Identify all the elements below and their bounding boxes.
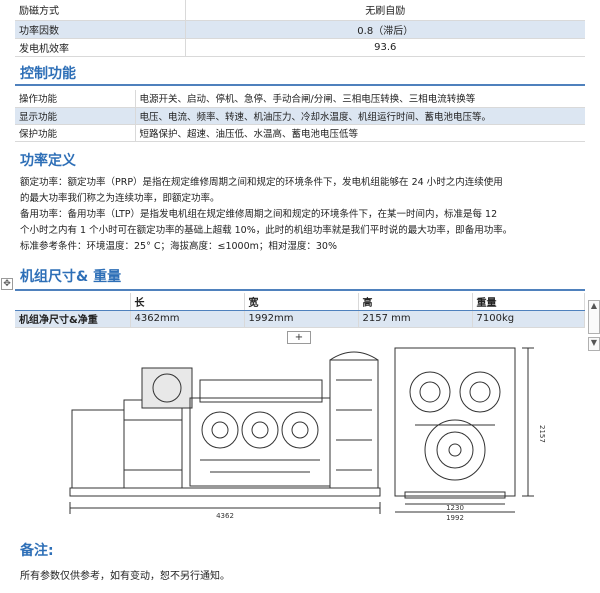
dim-length-label: 4362 [216, 512, 234, 520]
size-length-value: 4362mm [130, 310, 245, 328]
table-header-row: 长 宽 高 重量 [15, 293, 585, 311]
table-row: 操作功能 电源开关、启动、停机、急停、手动合闸/分闸、三相电压转换、三相电流转换… [15, 90, 585, 108]
power-line: 额定功率：额定功率（PRP）是指在规定维修周期之间和规定的环境条件下，发电机组能… [20, 177, 503, 188]
power-line: 备用功率：备用功率（LTP）是指发电机组在规定维修周期之间和规定的环境条件下，在… [20, 209, 498, 220]
spec-label: 功率因数 [15, 20, 186, 39]
notes-section-title: 备注: [20, 543, 54, 559]
scroll-down-button[interactable]: ▼ [588, 337, 600, 351]
size-weight-value: 7100kg [472, 310, 585, 328]
control-value: 电压、电流、频率、转速、机油压力、冷却水温度、机组运行时间、蓄电池电压等。 [135, 107, 585, 125]
add-row-button[interactable]: + [287, 331, 311, 344]
table-row: 功率因数 0.8（滞后） [15, 20, 585, 39]
spec-value: 0.8（滞后） [185, 20, 585, 39]
power-line: 标准参考条件：环境温度：25° C；海拔高度：≤1000m；相对湿度：30% [20, 241, 337, 252]
scroll-up-button[interactable]: ▲ [588, 300, 600, 334]
size-header-length: 长 [130, 293, 245, 311]
table-row: 励磁方式 无刷自励 [15, 0, 585, 21]
section-divider [15, 84, 585, 86]
size-height-value: 2157 mm [358, 310, 473, 328]
table-row: 保护功能 短路保护、超速、油压低、水温高、蓄电池电压低等 [15, 124, 585, 142]
notes-text: 所有参数仅供参考，如有变动，恕不另行通知。 [20, 571, 230, 582]
table-row: 显示功能 电压、电流、频率、转速、机油压力、冷却水温度、机组运行时间、蓄电池电压… [15, 107, 585, 125]
control-section-title: 控制功能 [20, 66, 76, 82]
section-divider [15, 289, 585, 291]
size-weight-table: 长 宽 高 重量 机组净尺寸&净重 4362mm 1992mm 2157 mm … [15, 293, 585, 328]
size-width-value: 1992mm [244, 310, 359, 328]
size-header [15, 293, 131, 311]
genset-technical-drawing: 4362 2157 1230 1992 [69, 347, 546, 522]
control-label: 保护功能 [15, 124, 136, 142]
control-value: 短路保护、超速、油压低、水温高、蓄电池电压低等 [135, 124, 585, 142]
dim-width-outer-label: 1992 [446, 514, 464, 522]
control-label: 操作功能 [15, 90, 136, 108]
generator-spec-table: 励磁方式 无刷自励 功率因数 0.8（滞后） 发电机效率 93.6 [15, 0, 585, 57]
spec-label: 发电机效率 [15, 38, 186, 57]
control-function-table: 操作功能 电源开关、启动、停机、急停、手动合闸/分闸、三相电压转换、三相电流转换… [15, 90, 585, 142]
spec-value: 93.6 [185, 38, 585, 57]
size-header-weight: 重量 [472, 293, 585, 311]
dim-width-inner-label: 1230 [446, 504, 464, 512]
size-row-label: 机组净尺寸&净重 [15, 310, 131, 328]
table-row: 机组净尺寸&净重 4362mm 1992mm 2157 mm 7100kg [15, 310, 585, 328]
table-row: 发电机效率 93.6 [15, 38, 585, 57]
size-header-width: 宽 [244, 293, 359, 311]
size-section-title: 机组尺寸& 重量 [20, 269, 122, 285]
power-section-title: 功率定义 [20, 153, 76, 169]
power-line: 个小时之内有 1 个小时可在额定功率的基础上超载 10%，此时的机组功率就是我们… [20, 225, 513, 236]
spec-value: 无刷自励 [185, 0, 585, 21]
power-definition-text: 额定功率：额定功率（PRP）是指在规定维修周期之间和规定的环境条件下，发电机组能… [20, 175, 585, 255]
control-value: 电源开关、启动、停机、急停、手动合闸/分闸、三相电压转换、三相电流转换等 [135, 90, 585, 108]
dim-height-label: 2157 [538, 425, 546, 443]
size-header-height: 高 [358, 293, 473, 311]
power-line: 的最大功率我们称之为连续功率，即额定功率。 [20, 193, 220, 204]
spec-label: 励磁方式 [15, 0, 186, 21]
control-label: 显示功能 [15, 107, 136, 125]
table-move-handle[interactable]: ✥ [1, 278, 13, 290]
